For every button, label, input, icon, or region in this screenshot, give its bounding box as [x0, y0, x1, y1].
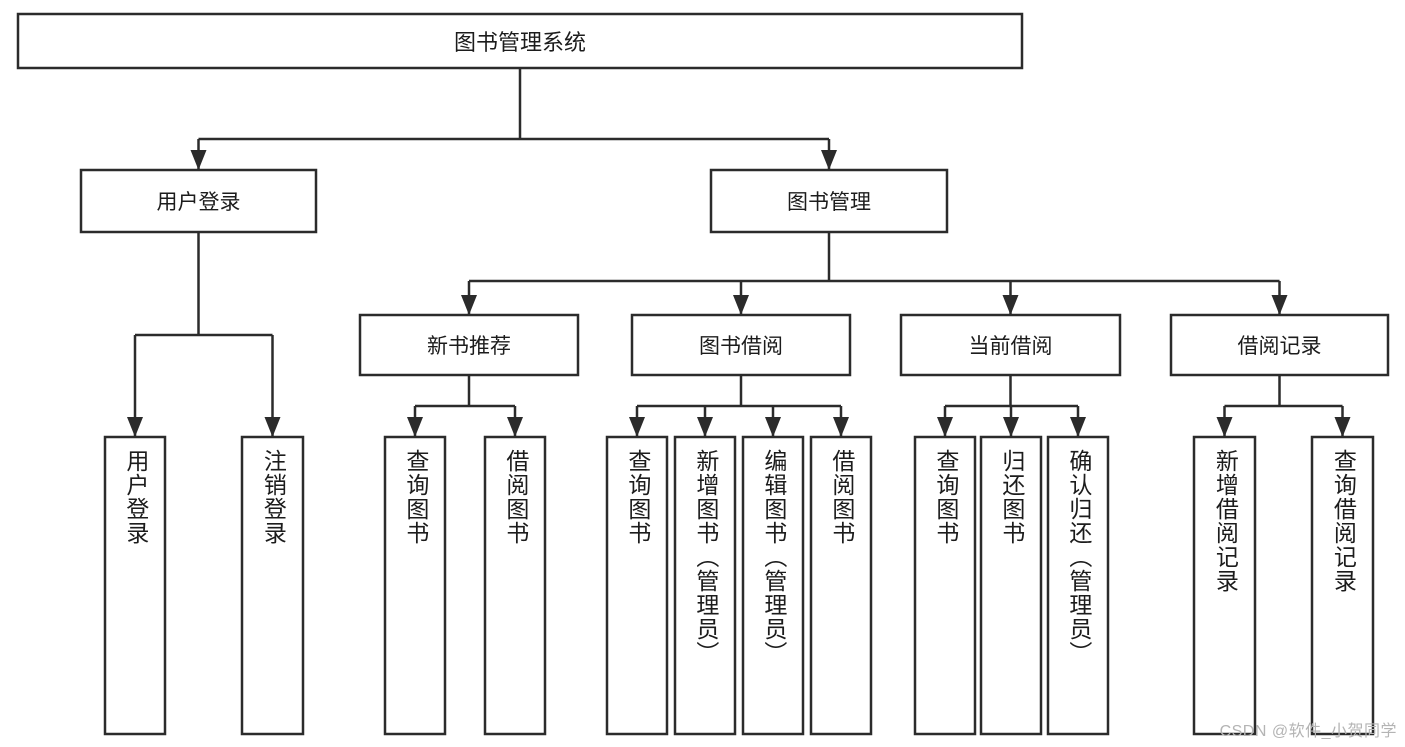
node-box-leaf-edit-book: [741, 435, 805, 736]
node-box-leaf-confirm-return: [1046, 435, 1110, 736]
node-box-leaf-query-book-borrow: [605, 435, 669, 736]
arrow-head-book-borrow-3: [833, 417, 849, 437]
arrow-head-root-0: [190, 150, 207, 170]
arrow-head-root-1: [821, 150, 837, 170]
node-box-new-book-recommend: [358, 313, 580, 377]
node-box-leaf-user-login: [103, 435, 167, 736]
node-box-leaf-query-book-recommend: [383, 435, 447, 736]
connector-layer: [127, 68, 1351, 437]
arrow-head-book-management-1: [733, 295, 749, 315]
watermark: CSDN @软件_小贺同学: [1219, 723, 1397, 740]
arrow-head-book-management-2: [1002, 295, 1019, 315]
node-box-book-borrow: [630, 313, 852, 377]
arrow-head-current-borrow-0: [937, 417, 953, 437]
arrow-head-book-management-0: [461, 295, 477, 315]
arrow-head-new-book-recommend-0: [407, 417, 423, 437]
node-box-leaf-borrow-book: [809, 435, 873, 736]
node-box-leaf-logout: [240, 435, 305, 736]
arrow-head-new-book-recommend-1: [507, 417, 523, 437]
arrow-head-borrow-record-0: [1216, 417, 1233, 437]
node-box-layer: [16, 12, 1390, 736]
node-box-leaf-borrow-book-recommend: [483, 435, 547, 736]
arrow-head-user-login-0: [127, 417, 143, 437]
arrow-head-book-borrow-2: [765, 417, 781, 437]
node-box-borrow-record: [1169, 313, 1390, 377]
node-box-leaf-add-borrow-record: [1192, 435, 1257, 736]
arrow-head-user-login-1: [264, 417, 281, 437]
node-box-book-management: [709, 168, 949, 234]
arrow-head-current-borrow-1: [1003, 417, 1019, 437]
arrow-head-book-borrow-0: [629, 417, 645, 437]
arrow-head-current-borrow-2: [1070, 417, 1086, 437]
node-box-leaf-query-book-current: [913, 435, 977, 736]
arrow-head-borrow-record-1: [1334, 417, 1351, 437]
node-box-current-borrow: [899, 313, 1122, 377]
node-box-leaf-add-book: [673, 435, 737, 736]
arrow-head-book-borrow-1: [697, 417, 713, 437]
node-box-user-login: [79, 168, 318, 234]
node-box-leaf-query-borrow-record: [1310, 435, 1375, 736]
node-box-root: [16, 12, 1024, 70]
arrow-head-book-management-3: [1271, 295, 1288, 315]
node-box-leaf-return-book: [979, 435, 1043, 736]
